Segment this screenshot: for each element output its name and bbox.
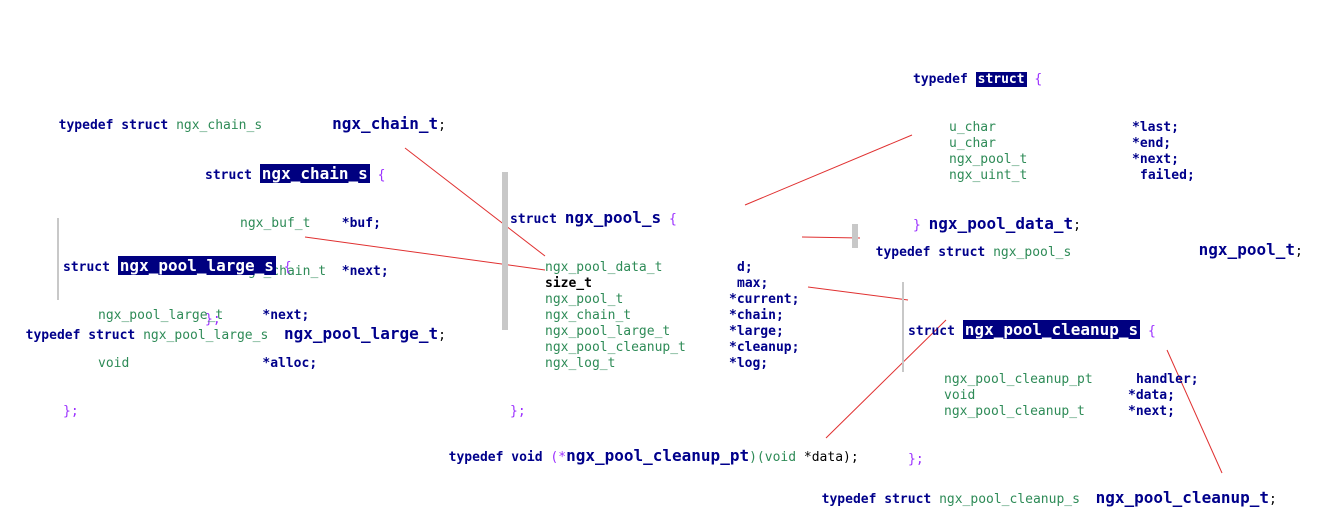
alias-name: ngx_pool_cleanup_t <box>1095 488 1269 507</box>
struct-name: ngx_chain_s <box>259 164 370 183</box>
typedef-pool-bar <box>852 224 858 248</box>
chain-struct: struct ngx_chain_s { ngx_buf_t *buf; ngx… <box>205 164 389 327</box>
cleanup-typedef: typedef struct ngx_pool_cleanup_s ngx_po… <box>821 488 1277 508</box>
struct-name: ngx_pool_s <box>564 208 662 227</box>
alias-name: ngx_chain_t <box>332 114 439 133</box>
cleanup-fnptr-typedef: typedef void (*ngx_pool_cleanup_pt)(void… <box>448 446 859 466</box>
pool-typedef: typedef struct ngx_pool_s <box>875 245 1072 260</box>
large-typedef: typedef struct ngx_pool_large_s ngx_pool… <box>25 324 446 344</box>
alias-name: ngx_pool_large_t <box>283 324 439 343</box>
connector-data <box>744 134 913 206</box>
connector-next <box>1166 349 1223 474</box>
alias-name: ngx_pool_t <box>1198 240 1295 259</box>
struct-name: ngx_pool_cleanup_s <box>962 320 1141 339</box>
typedef-keyword: typedef struct <box>58 118 169 133</box>
cleanup-struct: struct ngx_pool_cleanup_s { ngx_pool_cle… <box>908 320 1199 467</box>
alias-name: ngx_pool_data_t <box>928 214 1074 233</box>
pool-struct-bar <box>502 172 508 330</box>
large-struct-bar <box>57 218 59 300</box>
connector-cleanup <box>807 286 909 301</box>
large-struct: struct ngx_pool_large_s { ngx_pool_large… <box>63 256 318 419</box>
highlighted-keyword: struct <box>975 72 1027 87</box>
cleanup-struct-bar <box>902 282 904 372</box>
data-typedef: typedef struct { u_char*last; u_char*end… <box>913 72 1195 233</box>
pool-typedef-alias: ngx_pool_t; <box>1198 240 1303 260</box>
alias-name: ngx_pool_cleanup_pt <box>566 446 750 465</box>
struct-name: ngx_pool_large_s <box>117 256 276 275</box>
struct-tag: ngx_chain_s <box>176 118 263 133</box>
